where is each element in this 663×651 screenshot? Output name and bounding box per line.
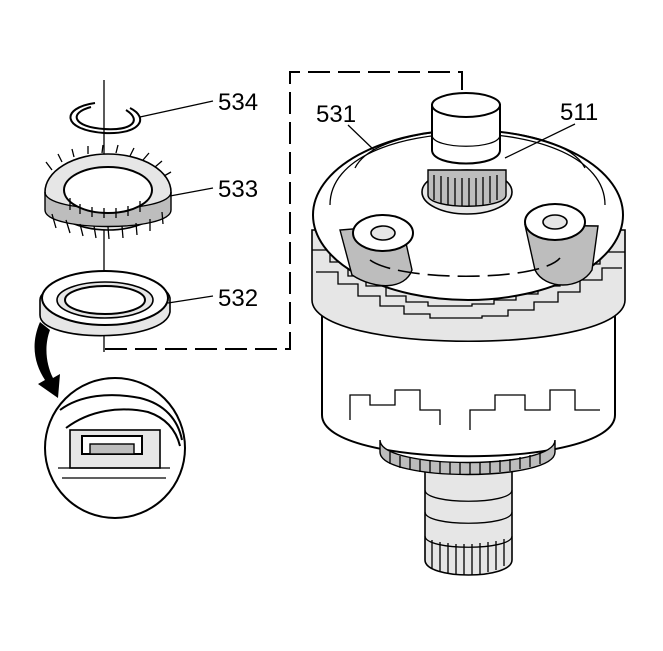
leader-534 (139, 100, 214, 118)
pinion-gear-right (524, 203, 599, 286)
leader-531 (347, 124, 375, 151)
detail-arrow (34, 322, 60, 398)
pinion-gear-left (339, 214, 414, 287)
snap-ring-534 (69, 102, 142, 135)
ring-gear-533 (44, 144, 172, 240)
detail-inset (44, 377, 186, 519)
callout-531: 531 (316, 101, 356, 128)
callout-532: 532 (218, 285, 258, 312)
leader-511 (504, 123, 576, 159)
callout-511: 511 (560, 99, 598, 126)
leader-533 (169, 187, 214, 197)
callout-533: 533 (218, 176, 258, 203)
carrier-assembly-531 (311, 92, 626, 576)
leader-532 (167, 295, 214, 304)
output-shaft (424, 469, 513, 576)
callout-534: 534 (218, 89, 258, 116)
thrust-bearing-532 (39, 270, 171, 337)
